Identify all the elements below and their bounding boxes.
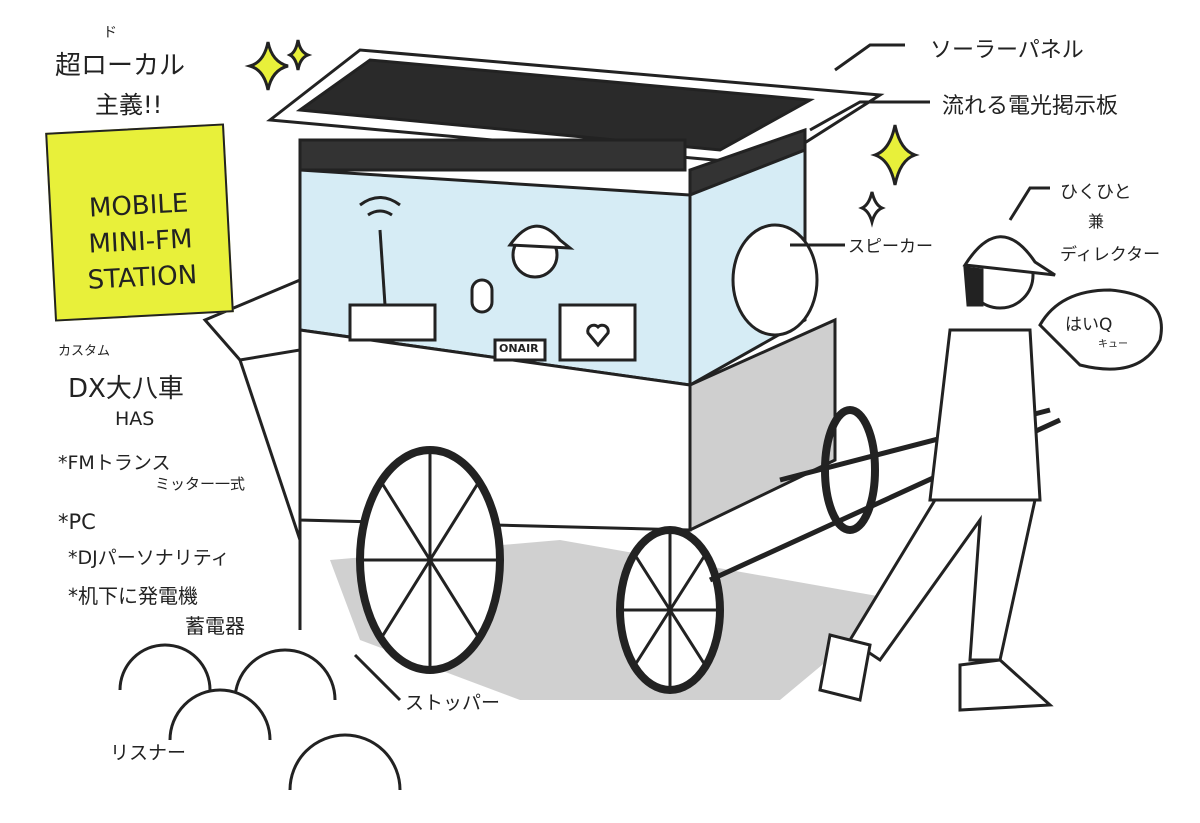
- microphone: [470, 278, 494, 314]
- headline-line2: 主義!!: [95, 91, 163, 119]
- solar-panel: [295, 58, 815, 152]
- leader-line-puller: [1008, 186, 1050, 221]
- front-wheel: [356, 446, 504, 674]
- sparkle-icon: [286, 39, 313, 71]
- label-speaker: スピーカー: [848, 237, 933, 257]
- puller-cap: [962, 235, 1056, 277]
- label-puller-and: 兼: [1088, 212, 1105, 231]
- puller-shoe-right: [958, 658, 1054, 712]
- has-label: HAS: [115, 408, 155, 430]
- speech-bubble-sub: キュー: [1098, 339, 1128, 350]
- dj-cap: [507, 224, 575, 250]
- onair-sign-text: ONAIR: [499, 342, 539, 355]
- speech-bubble-text: はいQ: [1065, 315, 1113, 335]
- cart-name: DX大八車: [68, 374, 184, 404]
- antenna: [378, 229, 387, 306]
- rear-wheel: [616, 526, 724, 694]
- sparkle-icon: [244, 41, 289, 91]
- heart-icon: [586, 323, 610, 348]
- puller-hair: [963, 266, 984, 307]
- leader-line-stopper: [353, 653, 402, 702]
- spec-item: ミッター一式: [155, 475, 246, 493]
- radio-waves-icon: [359, 196, 401, 217]
- led-board-front: [298, 138, 687, 172]
- notepad-line3: STATION: [86, 260, 198, 296]
- notepad-sign: MOBILE MINI-FM STATION: [45, 123, 234, 322]
- spec-item: *PC: [58, 510, 96, 534]
- puller-shoe-left: [818, 633, 872, 702]
- custom-label: カスタム: [58, 344, 111, 359]
- label-listeners: リスナー: [110, 742, 187, 764]
- label-puller: ひくひと: [1060, 182, 1132, 203]
- notepad-text: MOBILE MINI-FM STATION: [50, 183, 230, 300]
- label-stopper: ストッパー: [405, 692, 501, 714]
- speaker: [731, 223, 819, 337]
- leader-line-led: [809, 100, 930, 132]
- headline-line1: 超ローカル: [55, 51, 186, 81]
- listeners: [118, 643, 402, 791]
- label-solar-panel: ソーラーパネル: [930, 38, 1084, 63]
- fm-transmitter: [348, 303, 437, 342]
- label-director: ディレクター: [1060, 245, 1161, 265]
- speech-bubble: [1038, 288, 1163, 371]
- onair-sign: [493, 338, 547, 362]
- spec-item: *DJパーソナリティ: [68, 547, 230, 569]
- side-table-strut: [238, 359, 302, 541]
- leader-line-solar: [834, 43, 905, 72]
- back-wheel: [821, 406, 879, 534]
- sparkle-icon: [870, 124, 920, 186]
- label-led-board: 流れる電光掲示板: [942, 94, 1119, 119]
- spec-item: 蓄電器: [185, 614, 245, 638]
- spec-item: *机下に発電機: [68, 584, 198, 608]
- puller-legs: [847, 498, 1037, 663]
- puller-body: [928, 328, 1042, 502]
- laptop: [558, 303, 637, 362]
- headline-ruby: ド: [103, 25, 117, 41]
- spec-item: *FMトランス: [58, 452, 171, 474]
- sparkle-icon: [858, 191, 886, 228]
